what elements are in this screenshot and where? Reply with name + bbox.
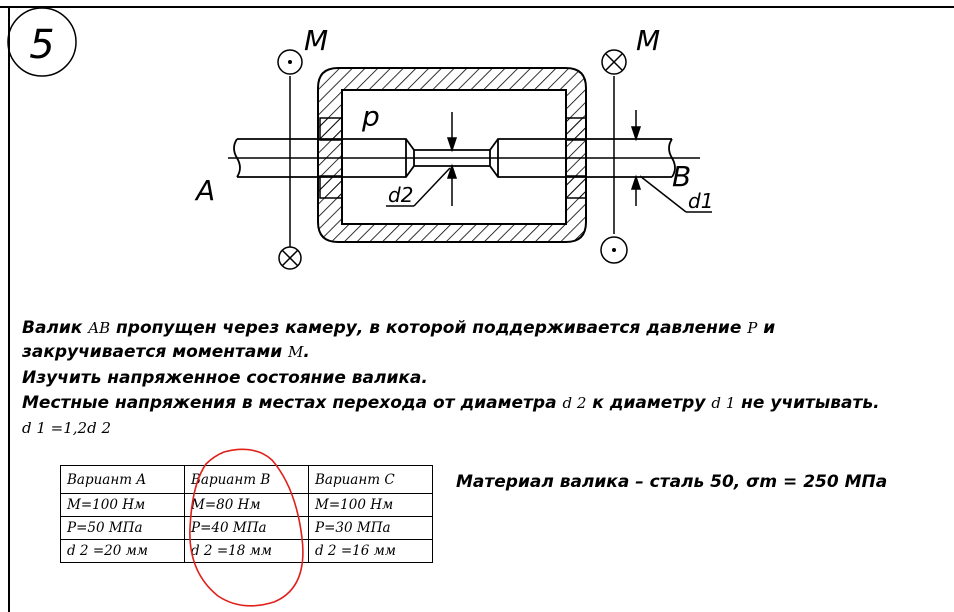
variable-m: M — [288, 343, 304, 361]
material-note: Материал валика – сталь 50, σm = 250 МПа — [456, 472, 888, 492]
header-variant-c: Вариант C — [308, 465, 433, 494]
dimension-d1 — [630, 110, 712, 213]
text-segment: . — [303, 342, 310, 362]
label-m-left: M — [304, 24, 328, 57]
variable-ab: AB — [88, 319, 111, 337]
text-segment: и — [757, 318, 776, 338]
text-segment: Валик — [22, 318, 89, 338]
diameter-relation: d 1 =1,2d 2 — [22, 419, 112, 437]
table-cell: M=100 Нм — [308, 493, 433, 517]
chamber-cavity — [341, 89, 567, 225]
table-header-row: Вариант A Вариант B Вариант C — [60, 465, 433, 494]
table-cell: d 2 =16 мм — [308, 539, 433, 563]
seal-right-top — [565, 117, 587, 141]
moment-dot-center — [612, 248, 616, 252]
seal-right-bottom — [565, 175, 587, 199]
problem-number-circle — [7, 7, 77, 77]
dimension-d2 — [386, 112, 458, 207]
table-cell: d 2 =20 мм — [60, 539, 185, 563]
table-cell: P=30 МПа — [308, 516, 433, 540]
text-segment: к диаметру — [586, 393, 712, 413]
description-line-2: закручивается моментами M. — [22, 342, 310, 362]
label-m-right: M — [636, 24, 660, 57]
table-cell: M=100 Нм — [60, 493, 185, 517]
variants-table: Вариант A Вариант B Вариант C M=100 Нм M… — [60, 465, 433, 563]
header-variant-a: Вариант A — [60, 465, 185, 494]
label-d1: d1 — [688, 189, 713, 213]
text-segment: не учитывать. — [735, 393, 880, 413]
text-segment: Местные напряжения в местах перехода от … — [22, 393, 563, 413]
variable-p: P — [747, 319, 758, 337]
label-p: p — [361, 100, 380, 133]
description-line-3: Изучить напряженное состояние валика. — [22, 368, 428, 388]
table-cell: P=40 МПа — [184, 516, 309, 540]
page-frame — [8, 6, 954, 612]
seal-left-bottom — [319, 175, 343, 199]
header-variant-b: Вариант B — [184, 465, 309, 494]
moment-cross-mark — [281, 249, 299, 267]
table-row: d 2 =20 мм d 2 =18 мм d 2 =16 мм — [60, 539, 433, 563]
seal-left-top — [319, 117, 343, 141]
label-d2: d2 — [388, 183, 413, 207]
table-cell: P=50 МПа — [60, 516, 185, 540]
variable-d2: d 2 — [562, 394, 587, 412]
table-row: P=50 МПа P=40 МПа P=30 МПа — [60, 516, 433, 540]
text-segment: пропущен через камеру, в которой поддерж… — [110, 318, 748, 338]
table-cell: M=80 Нм — [184, 493, 309, 517]
label-a: A — [194, 174, 215, 207]
description-line-4: Местные напряжения в местах перехода от … — [22, 393, 880, 413]
table-row: M=100 Нм M=80 Нм M=100 Нм — [60, 493, 433, 517]
description-line-1: Валик AB пропущен через камеру, в которо… — [22, 318, 775, 338]
label-b: B — [672, 160, 691, 193]
table-cell: d 2 =18 мм — [184, 539, 309, 563]
moment-cross-mark — [605, 53, 623, 71]
moment-dot-center — [288, 60, 292, 64]
text-segment: закручивается моментами — [22, 342, 289, 362]
problem-number: 5 — [29, 22, 54, 68]
variable-d1: d 1 — [711, 394, 736, 412]
